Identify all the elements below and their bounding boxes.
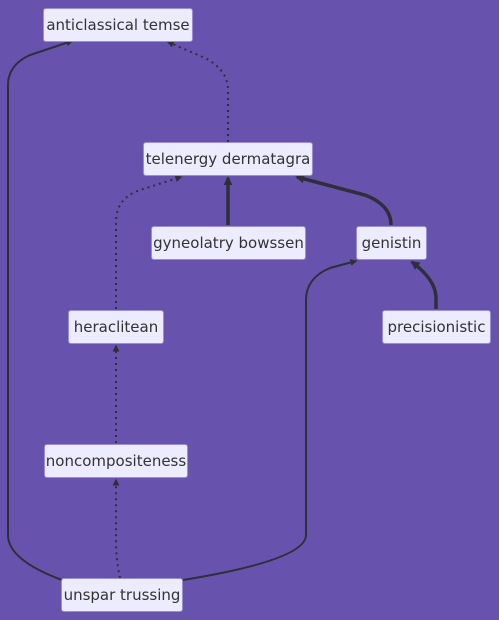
node-noncompositeness[interactable]: noncompositeness (44, 444, 188, 478)
edge-precisionistic-to-genistin (410, 260, 438, 309)
edge-telenergy-to-anticlassical (166, 41, 229, 142)
node-gyneolatry-bowssen[interactable]: gyneolatry bowssen (151, 226, 306, 260)
edge-unspar-to-anticlassical (7, 39, 74, 581)
node-heraclitean[interactable]: heraclitean (68, 310, 164, 344)
node-unspar-trussing[interactable]: unspar trussing (61, 578, 183, 612)
node-telenergy-dermatagra[interactable]: telenergy dermatagra (143, 142, 313, 176)
node-precisionistic[interactable]: precisionistic (382, 310, 491, 344)
node-anticlassical-temse[interactable]: anticlassical temse (43, 8, 193, 42)
edge-genistin-to-telenergy (295, 174, 393, 226)
edge-unspar-to-genistin (182, 259, 358, 581)
edge-heraclitean-to-telenergy (115, 175, 183, 309)
edge-unspar-to-noncompositeness (112, 478, 121, 579)
node-genistin[interactable]: genistin (356, 226, 427, 260)
